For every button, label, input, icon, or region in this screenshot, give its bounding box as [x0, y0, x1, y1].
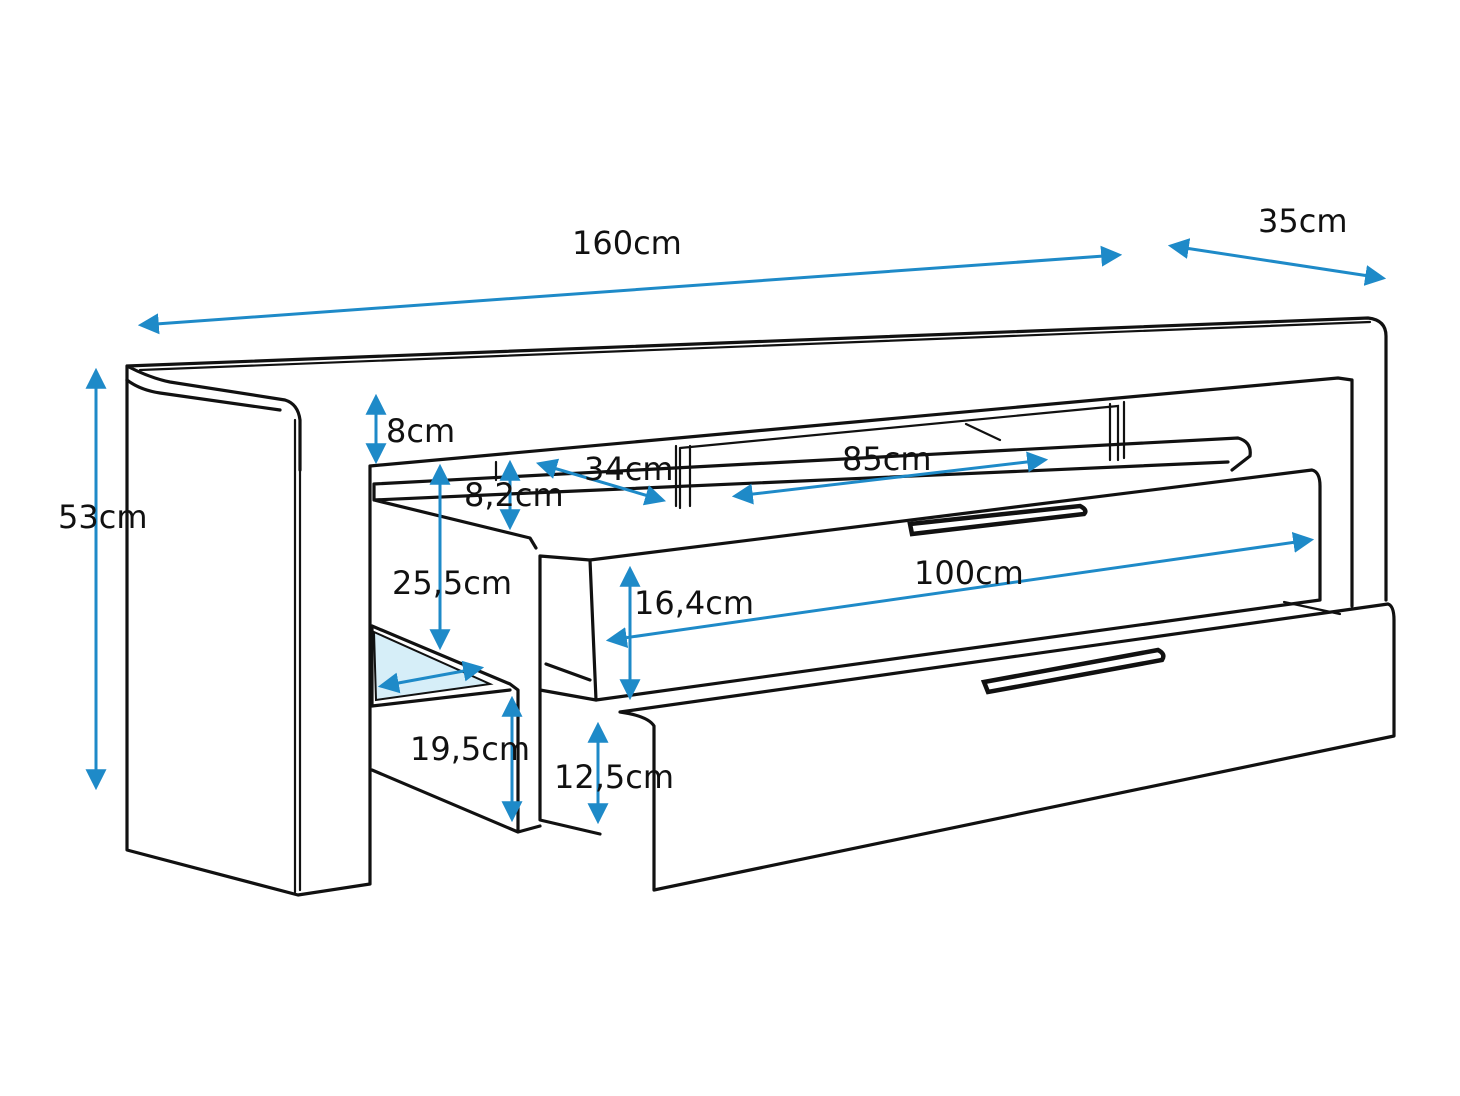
label-shelf-depth: 34cm — [584, 450, 673, 488]
shelf-depth-arrow — [535, 458, 667, 506]
label-height: 53cm — [58, 498, 147, 536]
top-surface — [138, 320, 1372, 372]
lower-drawer-front — [618, 602, 1396, 892]
label-depth: 35cm — [1258, 202, 1347, 240]
upper-drawer-handle — [907, 503, 1088, 537]
label-side-opening: 25,5cm — [392, 564, 512, 602]
shelf-width-arrow — [731, 451, 1049, 505]
tv-stand-outline — [125, 316, 1396, 897]
drawer-width-arrow — [605, 531, 1315, 649]
label-drawer-front-height: 16,4cm — [634, 584, 754, 622]
top-slab — [125, 316, 1388, 897]
dimension-arrows — [85, 238, 1387, 825]
label-lower-drawer-height: 12,5cm — [554, 758, 674, 796]
width-arrow — [137, 245, 1123, 335]
label-shelf-lip: 8,2cm — [464, 476, 564, 514]
label-top-gap: 8cm — [386, 412, 455, 450]
top-front-edge — [125, 378, 282, 412]
depth-arrow — [1167, 238, 1387, 286]
cubby-depth-arrow — [377, 660, 485, 694]
label-drawer-width: 100cm — [914, 554, 1024, 592]
left-leg-inner — [293, 418, 302, 894]
lower-drawer-lip — [1282, 600, 1342, 616]
upper-drawer-body — [538, 554, 602, 836]
label-width: 160cm — [572, 224, 682, 262]
glass-panel — [372, 630, 494, 702]
label-shelf-width: 85cm — [842, 440, 931, 478]
upper-drawer-front — [588, 468, 1322, 702]
dimension-labels: 160cm 35cm 53cm 8cm 34cm 85cm 8,2cm 25,5… — [58, 202, 1347, 796]
label-lower-opening: 19,5cm — [410, 730, 530, 768]
lower-drawer-handle — [980, 647, 1166, 695]
shelf-back-wall — [494, 400, 1126, 510]
